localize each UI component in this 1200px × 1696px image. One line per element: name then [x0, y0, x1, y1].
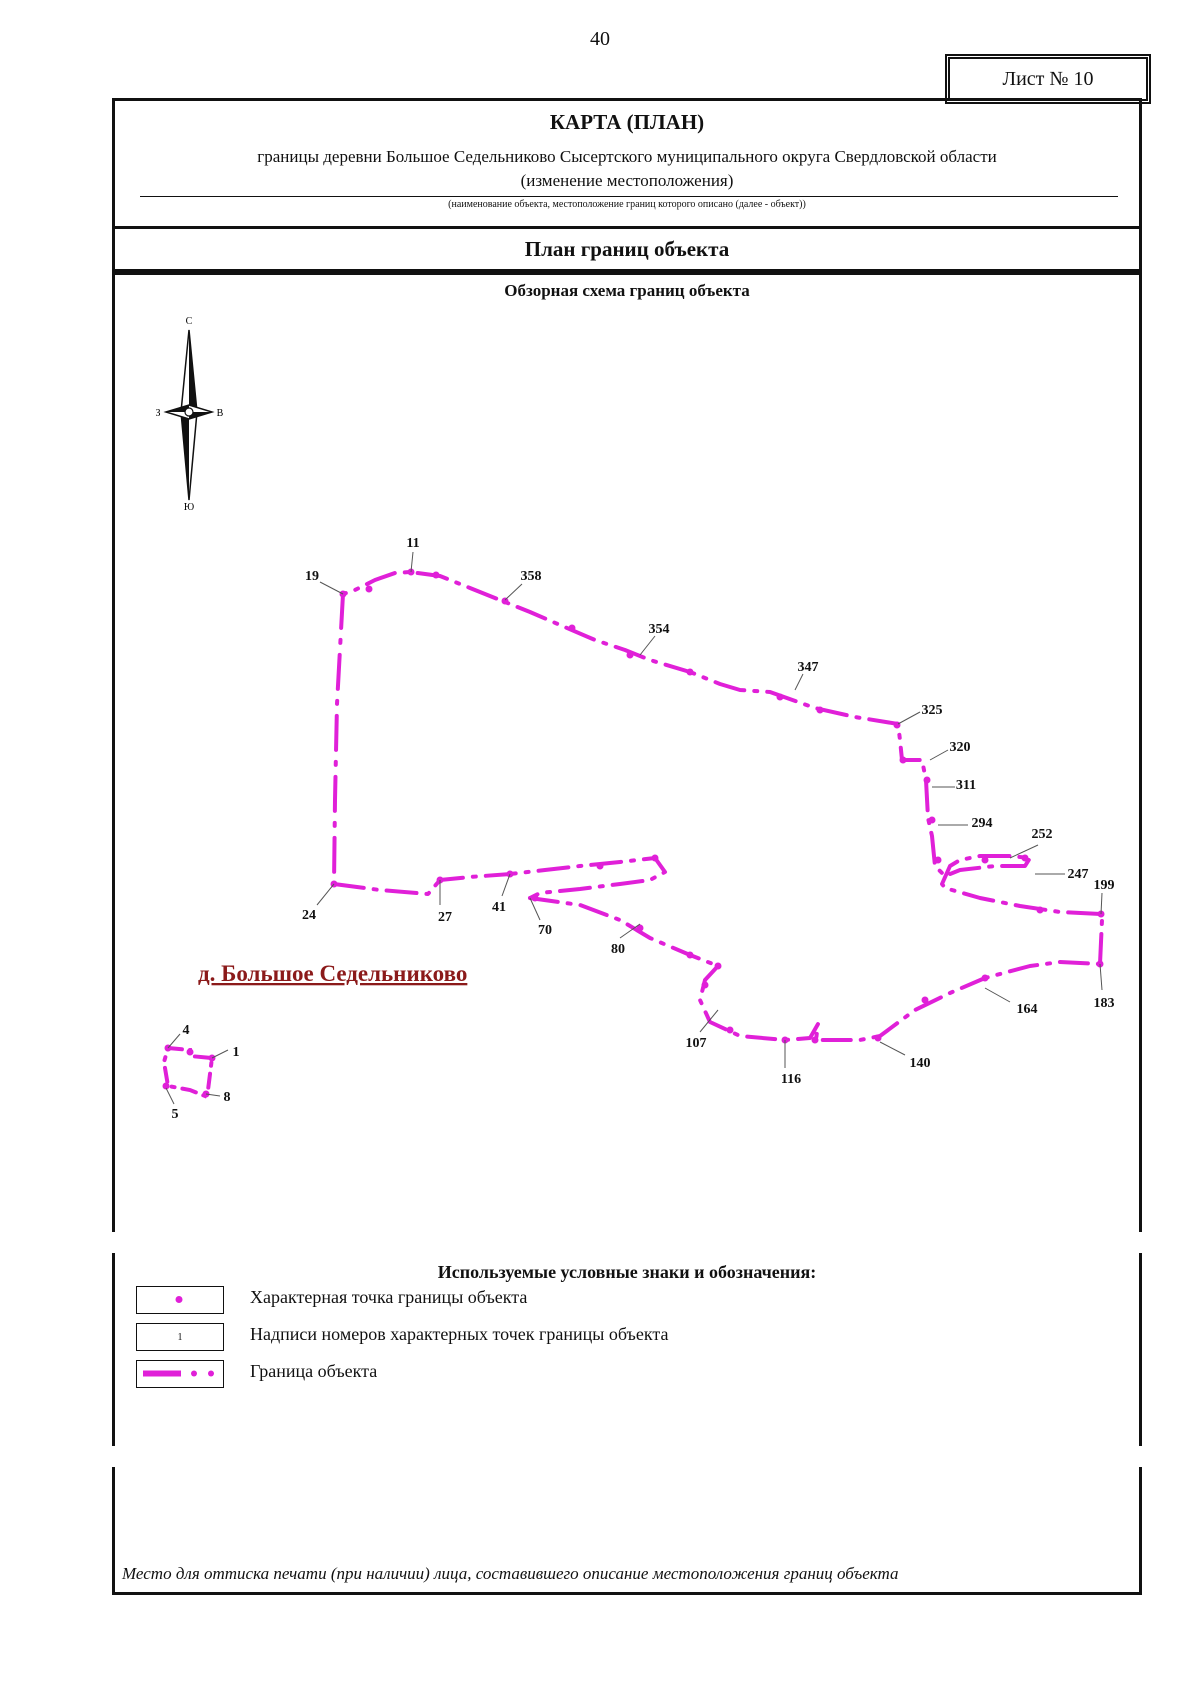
- point-label-199: 199: [1094, 878, 1115, 893]
- point-label-140: 140: [910, 1056, 931, 1071]
- document-title: КАРТА (ПЛАН): [549, 110, 705, 134]
- point-label-320: 320: [950, 740, 971, 755]
- point-label-354: 354: [649, 622, 670, 637]
- point-label-252: 252: [1032, 827, 1053, 842]
- legend-item-point-number: Надписи номеров характерных точек границ…: [250, 1324, 669, 1344]
- point-symbol-icon: [136, 1286, 224, 1314]
- map-title: Обзорная схема границ объекта: [504, 281, 750, 300]
- title-underline: [140, 196, 1118, 197]
- village-boundary-parcel: [161, 1046, 215, 1099]
- point-label-247: 247: [1068, 867, 1089, 882]
- object-name-line2: (изменение местоположения): [520, 171, 734, 190]
- point-label-19: 19: [305, 569, 319, 584]
- point-label-325: 325: [922, 703, 943, 718]
- point-label-leaders: [165, 551, 1103, 1105]
- compass-rose-icon: С Ю З В: [155, 316, 223, 513]
- point-label-11: 11: [406, 536, 419, 551]
- point-label-183: 183: [1094, 996, 1115, 1011]
- point-label-70: 70: [538, 923, 552, 938]
- boundary-line-icon: [136, 1360, 224, 1388]
- point-label-5: 5: [172, 1107, 179, 1122]
- stamp-block: [112, 1467, 1142, 1595]
- boundary-points-main: [330, 568, 1105, 1044]
- point-label-116: 116: [781, 1072, 801, 1087]
- place-name-label: д. Большое Седельниково: [198, 961, 467, 986]
- point-label-294: 294: [972, 816, 993, 831]
- sheet-number-box: Лист № 10: [948, 57, 1148, 101]
- page-number: 40: [590, 28, 610, 50]
- point-label-1: 1: [233, 1045, 240, 1060]
- point-label-358: 358: [521, 569, 542, 584]
- sheet-number-label: Лист № 10: [1002, 67, 1094, 90]
- object-name-note: (наименование объекта, местоположение гр…: [448, 199, 806, 210]
- object-name-line1: границы деревни Большое Седельниково Сыс…: [257, 147, 997, 166]
- plan-header-block: [112, 226, 1142, 272]
- point-label-27: 27: [438, 910, 452, 925]
- legend-title: Используемые условные знаки и обозначени…: [437, 1262, 817, 1282]
- compass-south: Ю: [184, 502, 194, 513]
- point-label-164: 164: [1017, 1002, 1038, 1017]
- point-number-icon: 1: [136, 1323, 224, 1351]
- stamp-caption: Место для оттиска печати (при наличии) л…: [122, 1564, 899, 1583]
- compass-north: С: [186, 316, 193, 327]
- legend-item-boundary: Граница объекта: [250, 1361, 378, 1381]
- point-label-4: 4: [183, 1023, 190, 1038]
- point-label-8: 8: [224, 1090, 231, 1105]
- point-label-107: 107: [686, 1036, 707, 1051]
- compass-east: В: [217, 408, 224, 419]
- legend-item-point: Характерная точка границы объекта: [250, 1287, 528, 1307]
- overview-map: С Ю З В: [155, 316, 1115, 1122]
- point-label-80: 80: [611, 942, 625, 957]
- point-label-41: 41: [492, 900, 506, 915]
- point-label-347: 347: [798, 660, 819, 675]
- legend-sample-number: 1: [177, 1331, 183, 1343]
- map-block: [112, 272, 1142, 1232]
- point-label-311: 311: [956, 778, 976, 793]
- point-label-24: 24: [302, 908, 316, 923]
- legend-block: [112, 1253, 1142, 1446]
- compass-west: З: [155, 408, 160, 419]
- plan-title: План границ объекта: [524, 237, 730, 261]
